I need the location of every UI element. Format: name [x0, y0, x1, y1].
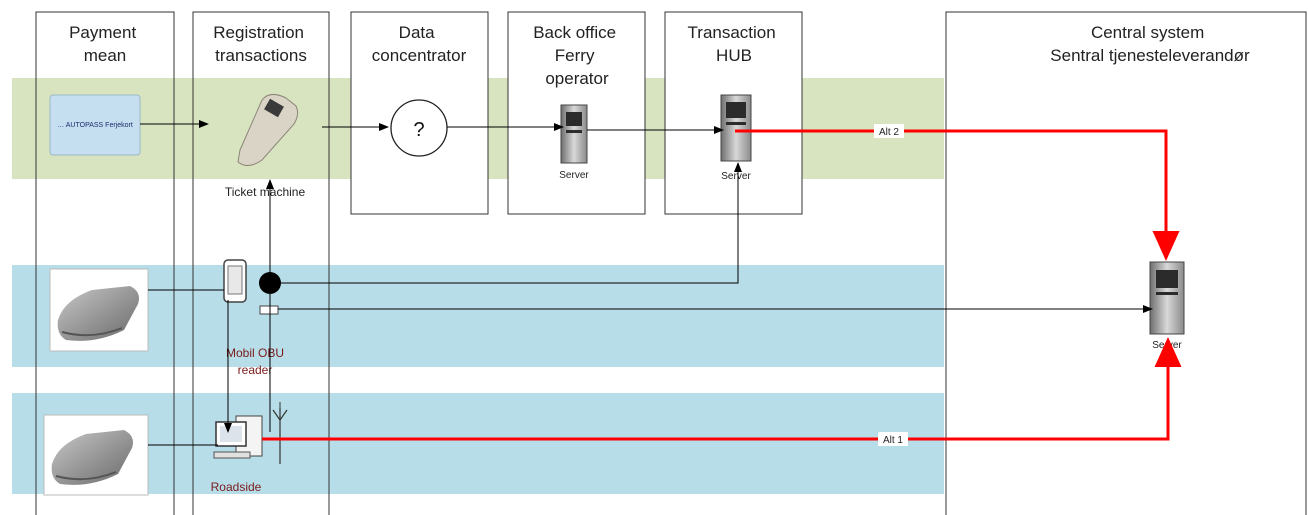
link-mobile-to-hub: [281, 162, 742, 284]
mobile-phone-icon: [223, 259, 247, 303]
mobil-obu-label-1: Mobil OBU: [226, 346, 284, 360]
title-hub: Transaction HUB: [688, 23, 781, 65]
ferry-card-icon: … AUTOPASS Ferjekort: [49, 94, 141, 156]
obu-reader-icon: [259, 305, 279, 315]
card-reader-icon: [49, 268, 149, 352]
column-registration: [192, 11, 330, 515]
concentrator-node: ?: [390, 99, 448, 157]
title-concentrator: Data concentrator: [372, 23, 467, 65]
server-icon: [560, 104, 588, 164]
server-icon: [1149, 261, 1185, 335]
roadside-computer-icon: [213, 415, 263, 459]
alt2-label-bg: [874, 124, 904, 138]
link-alt1: [262, 337, 1182, 441]
ticket-machine-label: Ticket machine: [225, 185, 306, 199]
lane-band-obu: [12, 265, 944, 367]
antenna-icon: [272, 402, 288, 464]
roadside-label: Roadside: [211, 480, 262, 494]
lane-band-roadside: [12, 393, 944, 494]
mobil-obu-label-2: reader: [238, 363, 273, 377]
server-label-backoffice: Server: [559, 170, 589, 181]
alt1-label-bg: [878, 432, 908, 446]
title-registration: Registration transactions: [213, 23, 308, 65]
column-payment: [35, 11, 175, 515]
title-backoffice: Back office Ferry operator: [533, 23, 621, 88]
svg-text:?: ?: [413, 119, 424, 141]
title-central: Central system Sentral tjenesteleverandø…: [1050, 23, 1250, 65]
server-label-hub: Server: [721, 171, 751, 182]
ticket-machine-icon: [237, 94, 299, 166]
alt1-label: Alt 1: [883, 435, 903, 446]
server-icon: [720, 94, 752, 162]
title-payment: Payment mean: [69, 23, 141, 65]
svg-text:… AUTOPASS Ferjekort: … AUTOPASS Ferjekort: [57, 122, 133, 129]
alt2-label: Alt 2: [879, 127, 899, 138]
column-central: [945, 11, 1307, 515]
card-reader-icon: [43, 414, 149, 496]
